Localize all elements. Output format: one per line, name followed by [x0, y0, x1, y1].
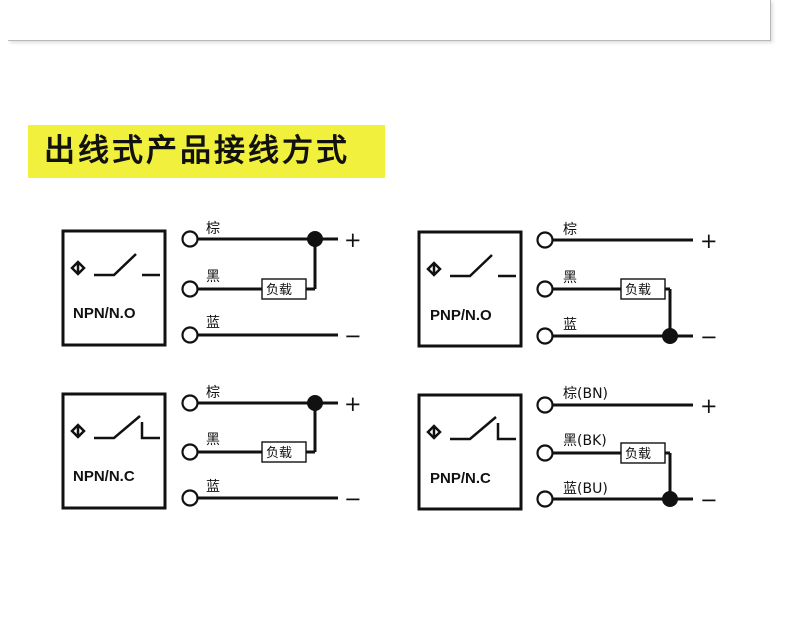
wire-label-blue: 蓝: [206, 479, 220, 495]
sensor-symbol-icon: [70, 260, 86, 276]
switch-contact-fixed: [140, 422, 160, 440]
terminal-brown: [536, 396, 554, 414]
sensor-symbol-icon: [426, 261, 442, 277]
load-box: [620, 278, 666, 300]
load-label: 负载: [266, 446, 292, 461]
diagram-npn-nc: NPN/N.C 棕 黑 蓝 负载 + −: [61, 385, 362, 511]
wire-label-blue: 蓝: [563, 317, 577, 333]
terminal-black: [181, 443, 199, 461]
wire-label-brown: 棕(BN): [563, 386, 608, 402]
wire-label-brown: 棕: [563, 222, 577, 238]
plus-label: +: [700, 229, 718, 253]
diagram-npn-no: NPN/N.O 棕 黑 蓝 负载 + −: [61, 221, 362, 348]
terminal-blue: [181, 489, 199, 507]
wire-label-black: 黑: [206, 432, 220, 448]
load-label: 负载: [625, 283, 651, 298]
top-panel: [8, 0, 771, 41]
load-label: 负载: [266, 283, 292, 298]
diagram-pnp-nc: PNP/N.C 棕(BN) 黑(BK) 蓝(BU) 负载 + −: [417, 386, 718, 512]
plus-label: +: [344, 228, 362, 252]
junction-dot: [307, 395, 323, 411]
junction-dot: [307, 231, 323, 247]
load-box: [261, 441, 307, 463]
load-label: 负载: [625, 447, 651, 462]
minus-label: −: [344, 324, 362, 348]
minus-label: −: [700, 488, 718, 512]
diagram-pnp-no: PNP/N.O 棕 黑 蓝 负载 + −: [417, 222, 718, 349]
terminal-black: [536, 444, 554, 462]
sensor-box: [417, 230, 523, 348]
wire-label-blue: 蓝: [206, 315, 220, 331]
wire-label-black: 黑(BK): [563, 433, 607, 449]
sensor-type-label: NPN/N.C: [73, 468, 135, 485]
terminal-brown: [181, 230, 199, 248]
junction-dot: [662, 491, 678, 507]
switch-contact-icon: [94, 415, 141, 440]
plus-label: +: [700, 394, 718, 418]
sensor-box: [417, 393, 523, 511]
minus-label: −: [700, 325, 718, 349]
sensor-box: [61, 392, 167, 510]
terminal-blue: [536, 327, 554, 345]
sensor-type-label: NPN/N.O: [73, 305, 136, 322]
load-box: [261, 278, 307, 300]
terminal-blue: [536, 490, 554, 508]
switch-contact-icon: [94, 253, 137, 277]
terminal-blue: [181, 326, 199, 344]
wire-label-black: 黑: [206, 269, 220, 285]
switch-contact-icon: [450, 254, 493, 278]
load-box: [620, 442, 666, 464]
terminal-brown: [181, 394, 199, 412]
wire-label-blue: 蓝(BU): [563, 481, 608, 497]
switch-contact-fixed: [496, 423, 516, 441]
sensor-symbol-icon: [70, 423, 86, 439]
switch-contact-icon: [450, 416, 497, 441]
sensor-type-label: PNP/N.C: [430, 470, 491, 487]
minus-label: −: [344, 487, 362, 511]
plus-label: +: [344, 392, 362, 416]
sensor-symbol-icon: [426, 424, 442, 440]
sensor-box: [61, 229, 167, 347]
terminal-black: [536, 280, 554, 298]
wire-label-brown: 棕: [206, 221, 220, 237]
page-title: 出线式产品接线方式: [44, 133, 350, 169]
junction-dot: [662, 328, 678, 344]
title-banner: [28, 125, 385, 178]
sensor-type-label: PNP/N.O: [430, 307, 492, 324]
wire-label-black: 黑: [563, 270, 577, 286]
terminal-black: [181, 280, 199, 298]
terminal-brown: [536, 231, 554, 249]
wire-label-brown: 棕: [206, 385, 220, 401]
